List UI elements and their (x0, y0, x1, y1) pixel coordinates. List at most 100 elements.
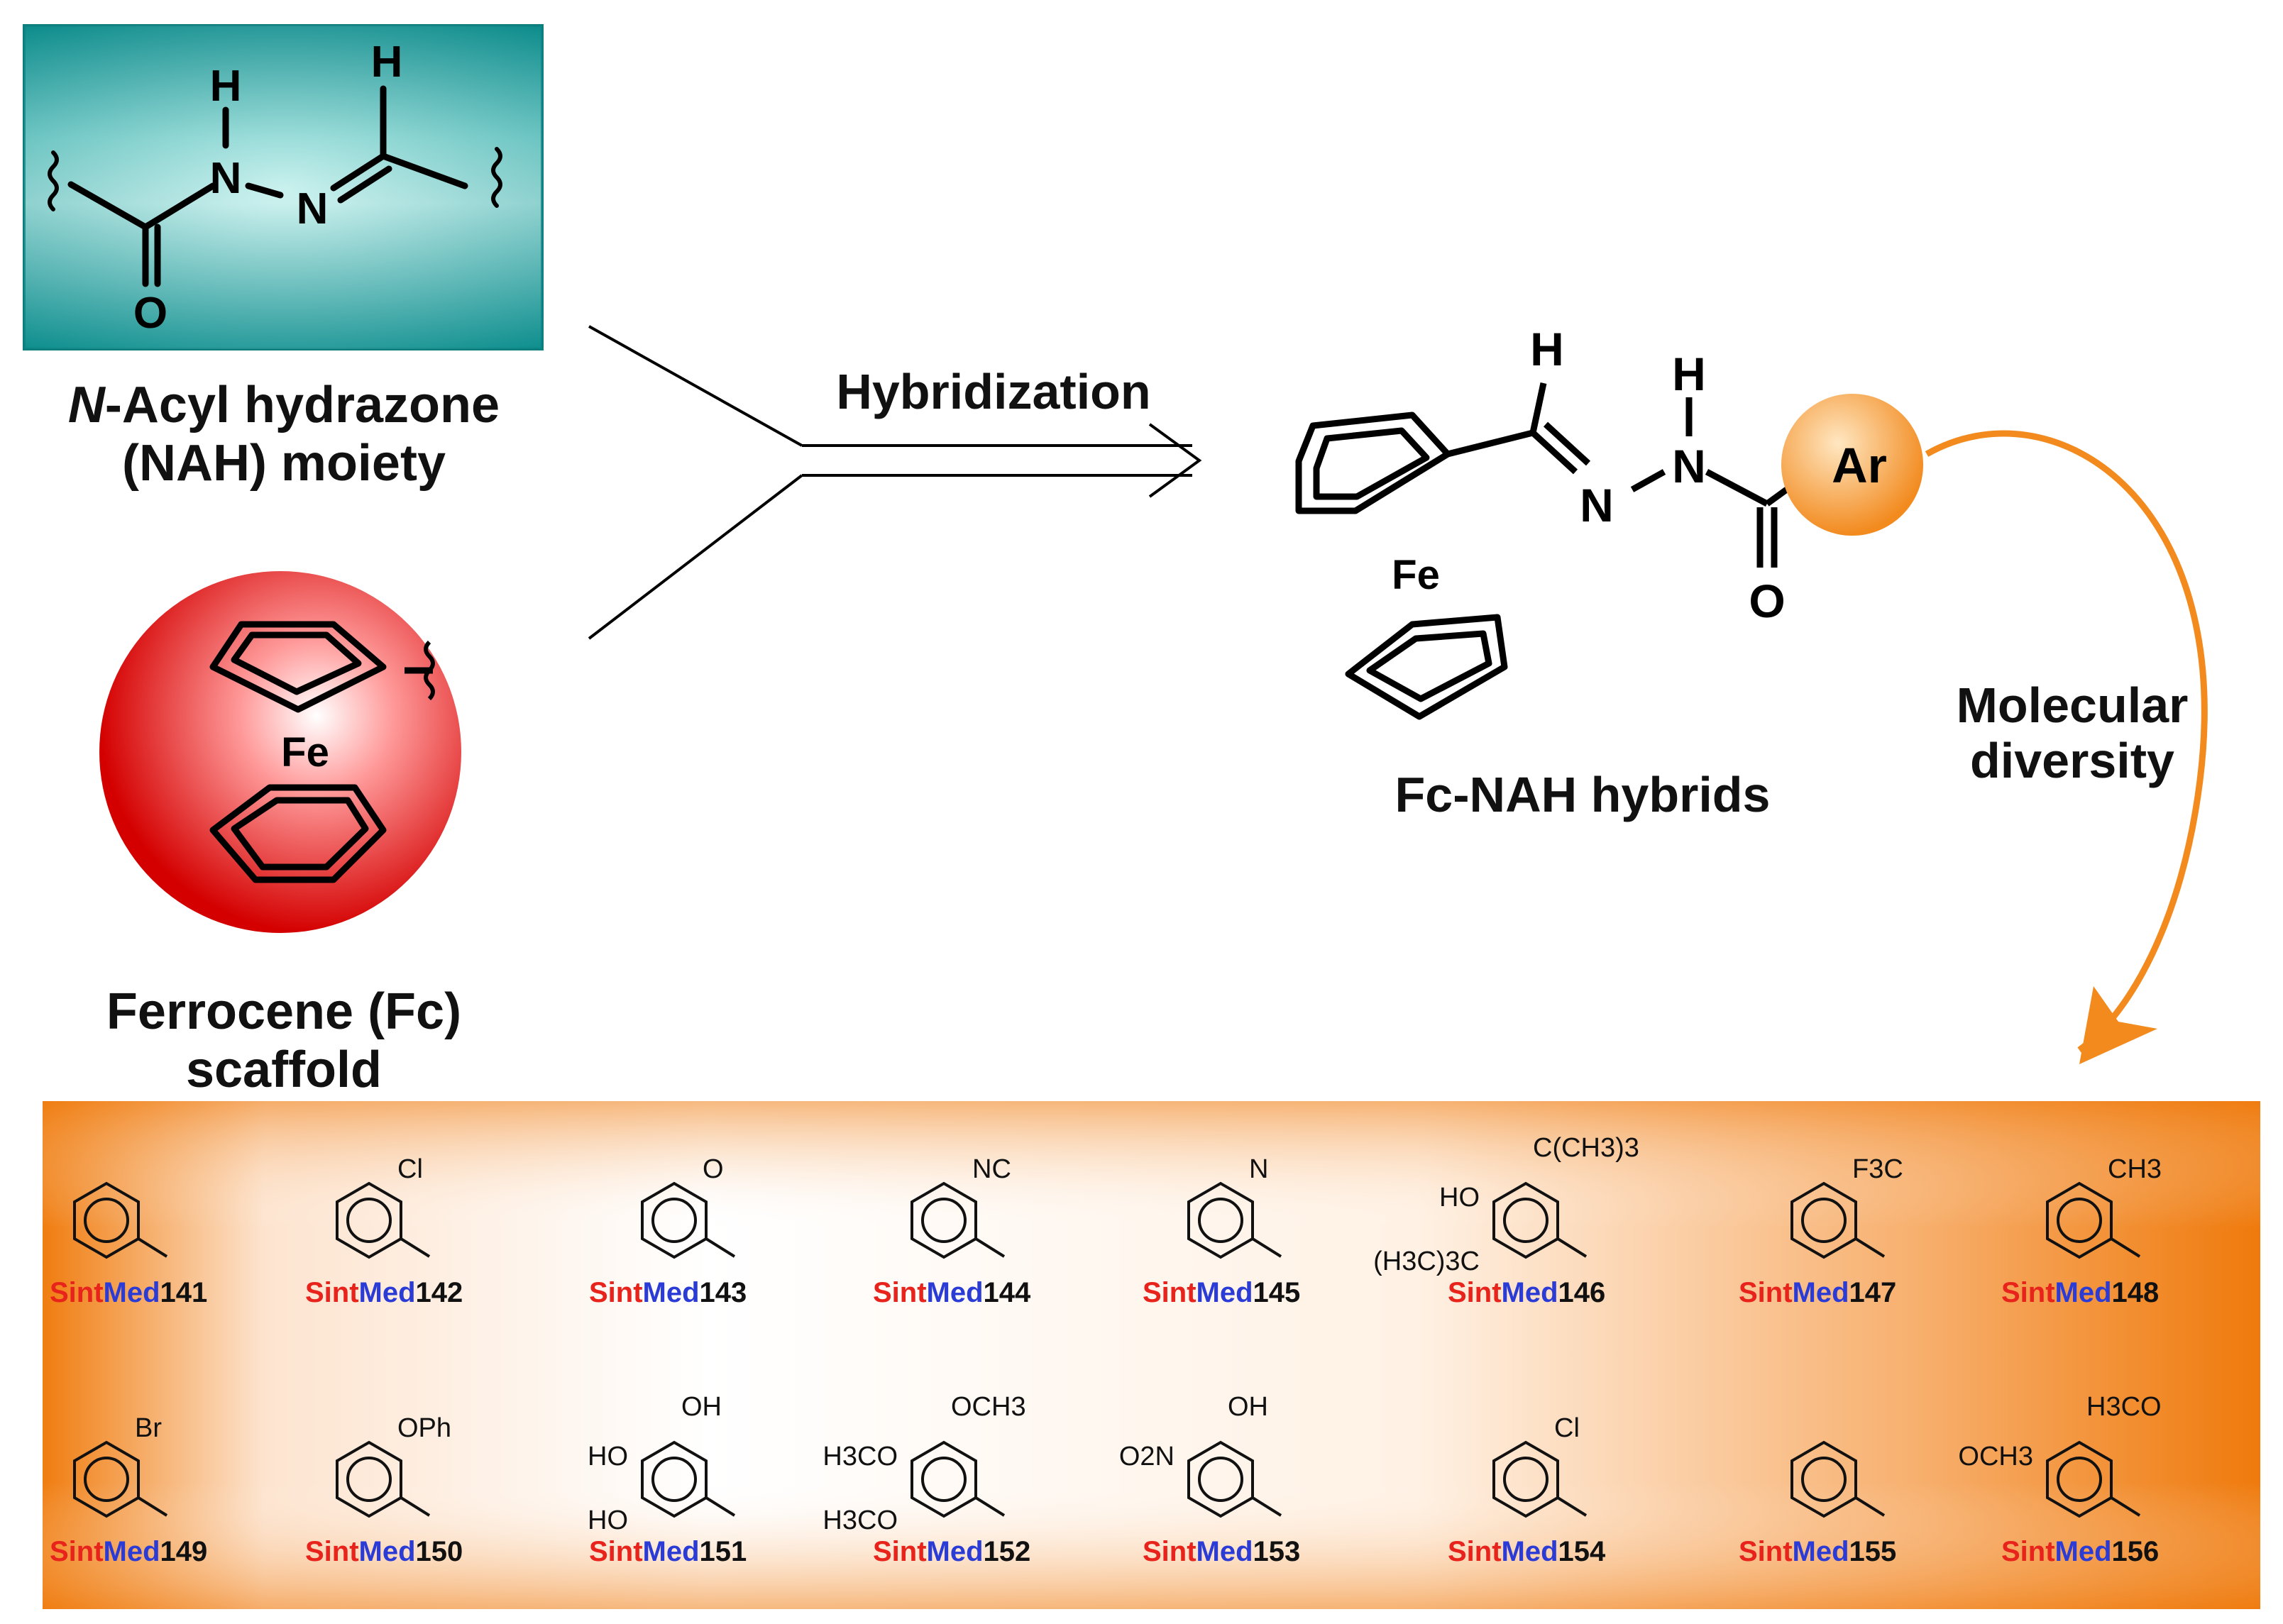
compound-substituent-154: Cl (1554, 1413, 1580, 1443)
hybridization-arrow (588, 325, 1202, 640)
compound-prefix-sint: Sint (50, 1536, 104, 1567)
compound-label-148: SintMed148 (2001, 1277, 2159, 1309)
compound-substituent-143: O (703, 1154, 724, 1184)
compound-ring-154 (1492, 1440, 1559, 1518)
compound-prefix-med: Med (2054, 1536, 2112, 1567)
compound-substituent-144: NC (972, 1154, 1011, 1184)
compound-link-149 (137, 1496, 168, 1517)
ferrocene-label-line1: Ferrocene (Fc) (106, 983, 462, 1040)
compound-substituent-153: O2N (1119, 1442, 1174, 1471)
nah-label-rest: -Acyl hydrazone (104, 377, 500, 433)
compound-link-148 (2110, 1237, 2141, 1258)
compound-ring-141 (73, 1181, 140, 1259)
compound-substituent-152: H3CO (823, 1442, 898, 1471)
compound-aromatic-151 (651, 1457, 697, 1502)
compound-link-155 (1854, 1496, 1886, 1517)
compound-substituent-152: OCH3 (951, 1392, 1026, 1422)
compound-number: 148 (2111, 1277, 2160, 1308)
compound-number: 145 (1253, 1277, 1301, 1308)
diversity-arrowhead (2079, 986, 2157, 1064)
compound-aromatic-150 (346, 1457, 392, 1502)
compound-number: 153 (1253, 1536, 1301, 1567)
compound-aromatic-154 (1503, 1457, 1548, 1502)
compound-prefix-sint: Sint (1739, 1277, 1793, 1308)
hybridization-label: Hybridization (836, 364, 1151, 419)
compound-number: 156 (2111, 1536, 2160, 1567)
compound-substituent-149: Br (135, 1413, 162, 1443)
compound-prefix-med: Med (1792, 1277, 1849, 1308)
compound-prefix-sint: Sint (305, 1536, 359, 1567)
nah-label-line2: (NAH) moiety (121, 435, 446, 492)
compound-label-151: SintMed151 (589, 1536, 747, 1568)
compound-prefix-med: Med (1196, 1536, 1253, 1567)
compound-link-150 (400, 1496, 431, 1517)
compound-aromatic-156 (2057, 1457, 2102, 1502)
compound-prefix-sint: Sint (873, 1536, 927, 1567)
compound-number: 147 (1849, 1277, 1897, 1308)
compound-substituent-153: OH (1228, 1392, 1268, 1422)
compound-ring-152 (911, 1440, 977, 1518)
compound-substituent-142: Cl (397, 1154, 423, 1184)
compound-label-141: SintMed141 (50, 1277, 207, 1309)
compound-prefix-med: Med (1501, 1536, 1558, 1567)
compound-prefix-med: Med (103, 1277, 160, 1308)
compound-label-146: SintMed146 (1448, 1277, 1605, 1309)
compound-aromatic-143 (651, 1198, 697, 1243)
nah-h2: H (371, 38, 403, 87)
compound-prefix-med: Med (103, 1536, 160, 1567)
compound-number: 146 (1558, 1277, 1606, 1308)
compound-prefix-sint: Sint (589, 1277, 643, 1308)
compound-number: 144 (983, 1277, 1031, 1308)
compound-label-145: SintMed145 (1143, 1277, 1300, 1309)
compound-prefix-sint: Sint (873, 1277, 927, 1308)
compound-number: 150 (415, 1536, 463, 1567)
compound-link-154 (1556, 1496, 1588, 1517)
compound-label-144: SintMed144 (873, 1277, 1030, 1309)
compound-substituent-148: CH3 (2108, 1154, 2162, 1184)
compound-aromatic-147 (1801, 1198, 1847, 1243)
compound-prefix-med: Med (926, 1277, 984, 1308)
compound-prefix-med: Med (1196, 1277, 1253, 1308)
compound-prefix-sint: Sint (589, 1536, 643, 1567)
nah-n2: N (297, 184, 329, 233)
compound-aromatic-145 (1198, 1198, 1243, 1243)
compound-substituent-152: H3CO (823, 1506, 898, 1535)
compound-label-147: SintMed147 (1739, 1277, 1896, 1309)
compound-prefix-med: Med (926, 1536, 984, 1567)
compound-ring-153 (1187, 1440, 1254, 1518)
compound-aromatic-148 (2057, 1198, 2102, 1243)
compound-prefix-med: Med (2054, 1277, 2112, 1308)
compound-ring-150 (336, 1440, 402, 1518)
compound-label-154: SintMed154 (1448, 1536, 1605, 1568)
nah-label: N-Acyl hydrazone (NAH) moiety (28, 376, 539, 492)
compound-aromatic-155 (1801, 1457, 1847, 1502)
compound-aromatic-141 (84, 1198, 129, 1243)
compound-substituent-156: OCH3 (1958, 1442, 2033, 1471)
diversity-label: Molecular diversity (1895, 678, 2250, 788)
compound-label-156: SintMed156 (2001, 1536, 2159, 1568)
compound-prefix-sint: Sint (1143, 1277, 1196, 1308)
compound-aromatic-149 (84, 1457, 129, 1502)
compound-aromatic-153 (1198, 1457, 1243, 1502)
nah-label-italic: N (67, 377, 105, 433)
compound-substituent-146: C(CH3)3 (1533, 1133, 1639, 1163)
compound-prefix-sint: Sint (1739, 1536, 1793, 1567)
compound-prefix-sint: Sint (2001, 1536, 2055, 1567)
compound-label-152: SintMed152 (873, 1536, 1030, 1568)
compound-aromatic-142 (346, 1198, 392, 1243)
compound-ring-142 (336, 1181, 402, 1259)
compound-number: 155 (1849, 1536, 1897, 1567)
compound-link-153 (1251, 1496, 1282, 1517)
compound-prefix-sint: Sint (1143, 1536, 1196, 1567)
compound-ring-144 (911, 1181, 977, 1259)
nah-n1: N (210, 154, 242, 203)
hybrid-fe: Fe (1392, 552, 1440, 598)
diversity-arrow (1925, 430, 2208, 1053)
hybrid-h1: H (1530, 323, 1564, 375)
nah-box (23, 24, 544, 350)
compound-number: 152 (983, 1536, 1031, 1567)
compound-ring-145 (1187, 1181, 1254, 1259)
compound-number: 143 (699, 1277, 747, 1308)
diversity-line2: diversity (1970, 733, 2174, 788)
